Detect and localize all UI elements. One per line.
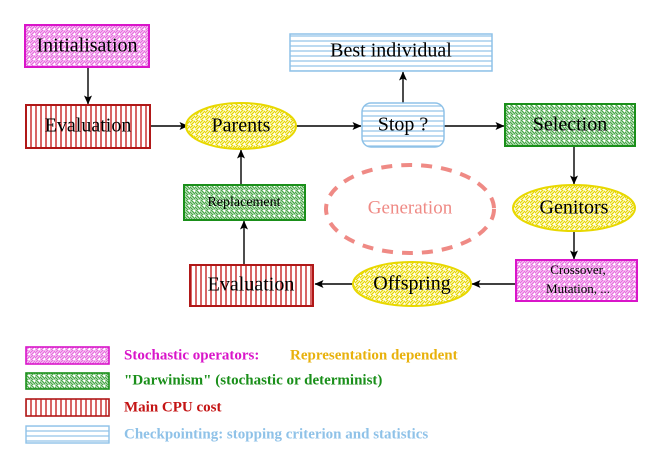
node-generation: Generation bbox=[324, 163, 496, 255]
node-selection[interactable]: Selection bbox=[504, 103, 636, 147]
legend-label-representation: Representation dependent bbox=[290, 347, 458, 363]
genitors-label: Genitors bbox=[540, 197, 609, 219]
legend-item-cpu: Main CPU cost bbox=[25, 398, 222, 417]
node-evaluation-bottom[interactable]: Evaluation bbox=[189, 264, 314, 307]
replacement-label: Replacement bbox=[207, 195, 280, 210]
node-best-individual[interactable]: Best individual bbox=[289, 33, 493, 72]
node-replacement[interactable]: Replacement bbox=[183, 184, 306, 221]
selection-shape[interactable] bbox=[504, 103, 636, 147]
best-individual-shape[interactable] bbox=[289, 33, 493, 72]
node-crossover-mutation[interactable]: Crossover, Mutation, ... bbox=[515, 259, 638, 302]
evaluation-bottom-label: Evaluation bbox=[208, 274, 295, 296]
generation-ellipse-shape bbox=[324, 163, 496, 255]
legend: Stochastic operators: Representation dep… bbox=[25, 346, 458, 444]
genitors-shape[interactable] bbox=[512, 184, 636, 232]
legend-item-stochastic: Stochastic operators: Representation dep… bbox=[25, 346, 458, 365]
evaluation-top-shape[interactable] bbox=[25, 104, 151, 149]
node-parents[interactable]: Parents bbox=[185, 102, 297, 150]
legend-swatch-cpu bbox=[25, 398, 110, 417]
best-individual-label: Best individual bbox=[330, 40, 452, 62]
legend-label-stochastic: Stochastic operators: bbox=[124, 347, 259, 363]
legend-item-darwinism: "Darwinism" (stochastic or determinist) bbox=[25, 372, 382, 390]
stop-shape[interactable] bbox=[361, 102, 445, 148]
parents-shape[interactable] bbox=[185, 102, 297, 150]
stop-label: Stop ? bbox=[378, 114, 429, 136]
node-genitors[interactable]: Genitors bbox=[512, 184, 636, 232]
node-initialisation[interactable]: Initialisation bbox=[24, 24, 150, 68]
legend-label-darwinism: "Darwinism" (stochastic or determinist) bbox=[124, 372, 382, 388]
initialisation-shape[interactable] bbox=[24, 24, 150, 68]
offspring-label: Offspring bbox=[373, 273, 450, 295]
legend-swatch-checkpointing bbox=[25, 425, 110, 444]
mutation-label: Mutation, ... bbox=[546, 281, 610, 296]
evaluation-bottom-shape[interactable] bbox=[189, 264, 314, 307]
crossover-mutation-shape[interactable] bbox=[515, 259, 638, 302]
parents-label: Parents bbox=[212, 115, 271, 137]
evaluation-top-label: Evaluation bbox=[45, 115, 132, 137]
node-evaluation-top[interactable]: Evaluation bbox=[25, 104, 151, 149]
node-offspring[interactable]: Offspring bbox=[352, 261, 472, 307]
crossover-label: Crossover, bbox=[550, 262, 605, 277]
edge-group bbox=[84, 67, 578, 288]
legend-item-checkpointing: Checkpointing: stopping criterion and st… bbox=[25, 425, 428, 444]
generation-label: Generation bbox=[368, 197, 453, 218]
legend-label-cpu: Main CPU cost bbox=[124, 399, 222, 415]
legend-swatch-darwinism bbox=[25, 372, 110, 390]
selection-label: Selection bbox=[533, 114, 607, 136]
initialisation-label: Initialisation bbox=[36, 35, 137, 57]
legend-swatch-stochastic bbox=[25, 346, 110, 365]
node-stop[interactable]: Stop ? bbox=[361, 102, 445, 148]
legend-label-checkpointing: Checkpointing: stopping criterion and st… bbox=[124, 426, 428, 442]
replacement-shape[interactable] bbox=[183, 184, 306, 221]
offspring-shape[interactable] bbox=[352, 261, 472, 307]
